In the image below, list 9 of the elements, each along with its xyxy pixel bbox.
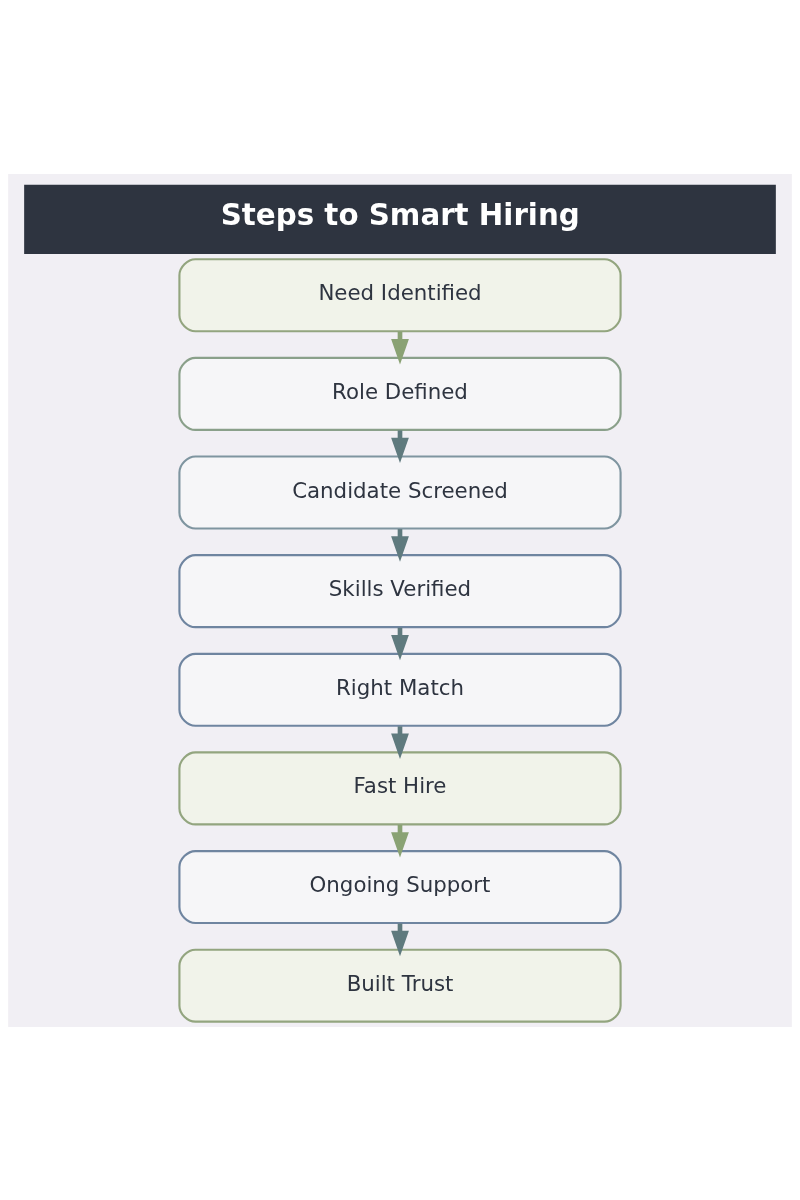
node-box: Candidate Screened [178, 455, 622, 530]
node-box: Ongoing Support [178, 849, 622, 924]
node-box: Need Identified [178, 257, 622, 332]
node-box: Fast Hire [178, 750, 622, 825]
node-box: Right Match [178, 652, 622, 727]
node-box: Built Trust [178, 948, 622, 1023]
node-box: Role Defined [178, 356, 622, 431]
diagram-title: Steps to Smart Hiring [220, 197, 580, 232]
node-box: Skills Verified [178, 553, 622, 628]
